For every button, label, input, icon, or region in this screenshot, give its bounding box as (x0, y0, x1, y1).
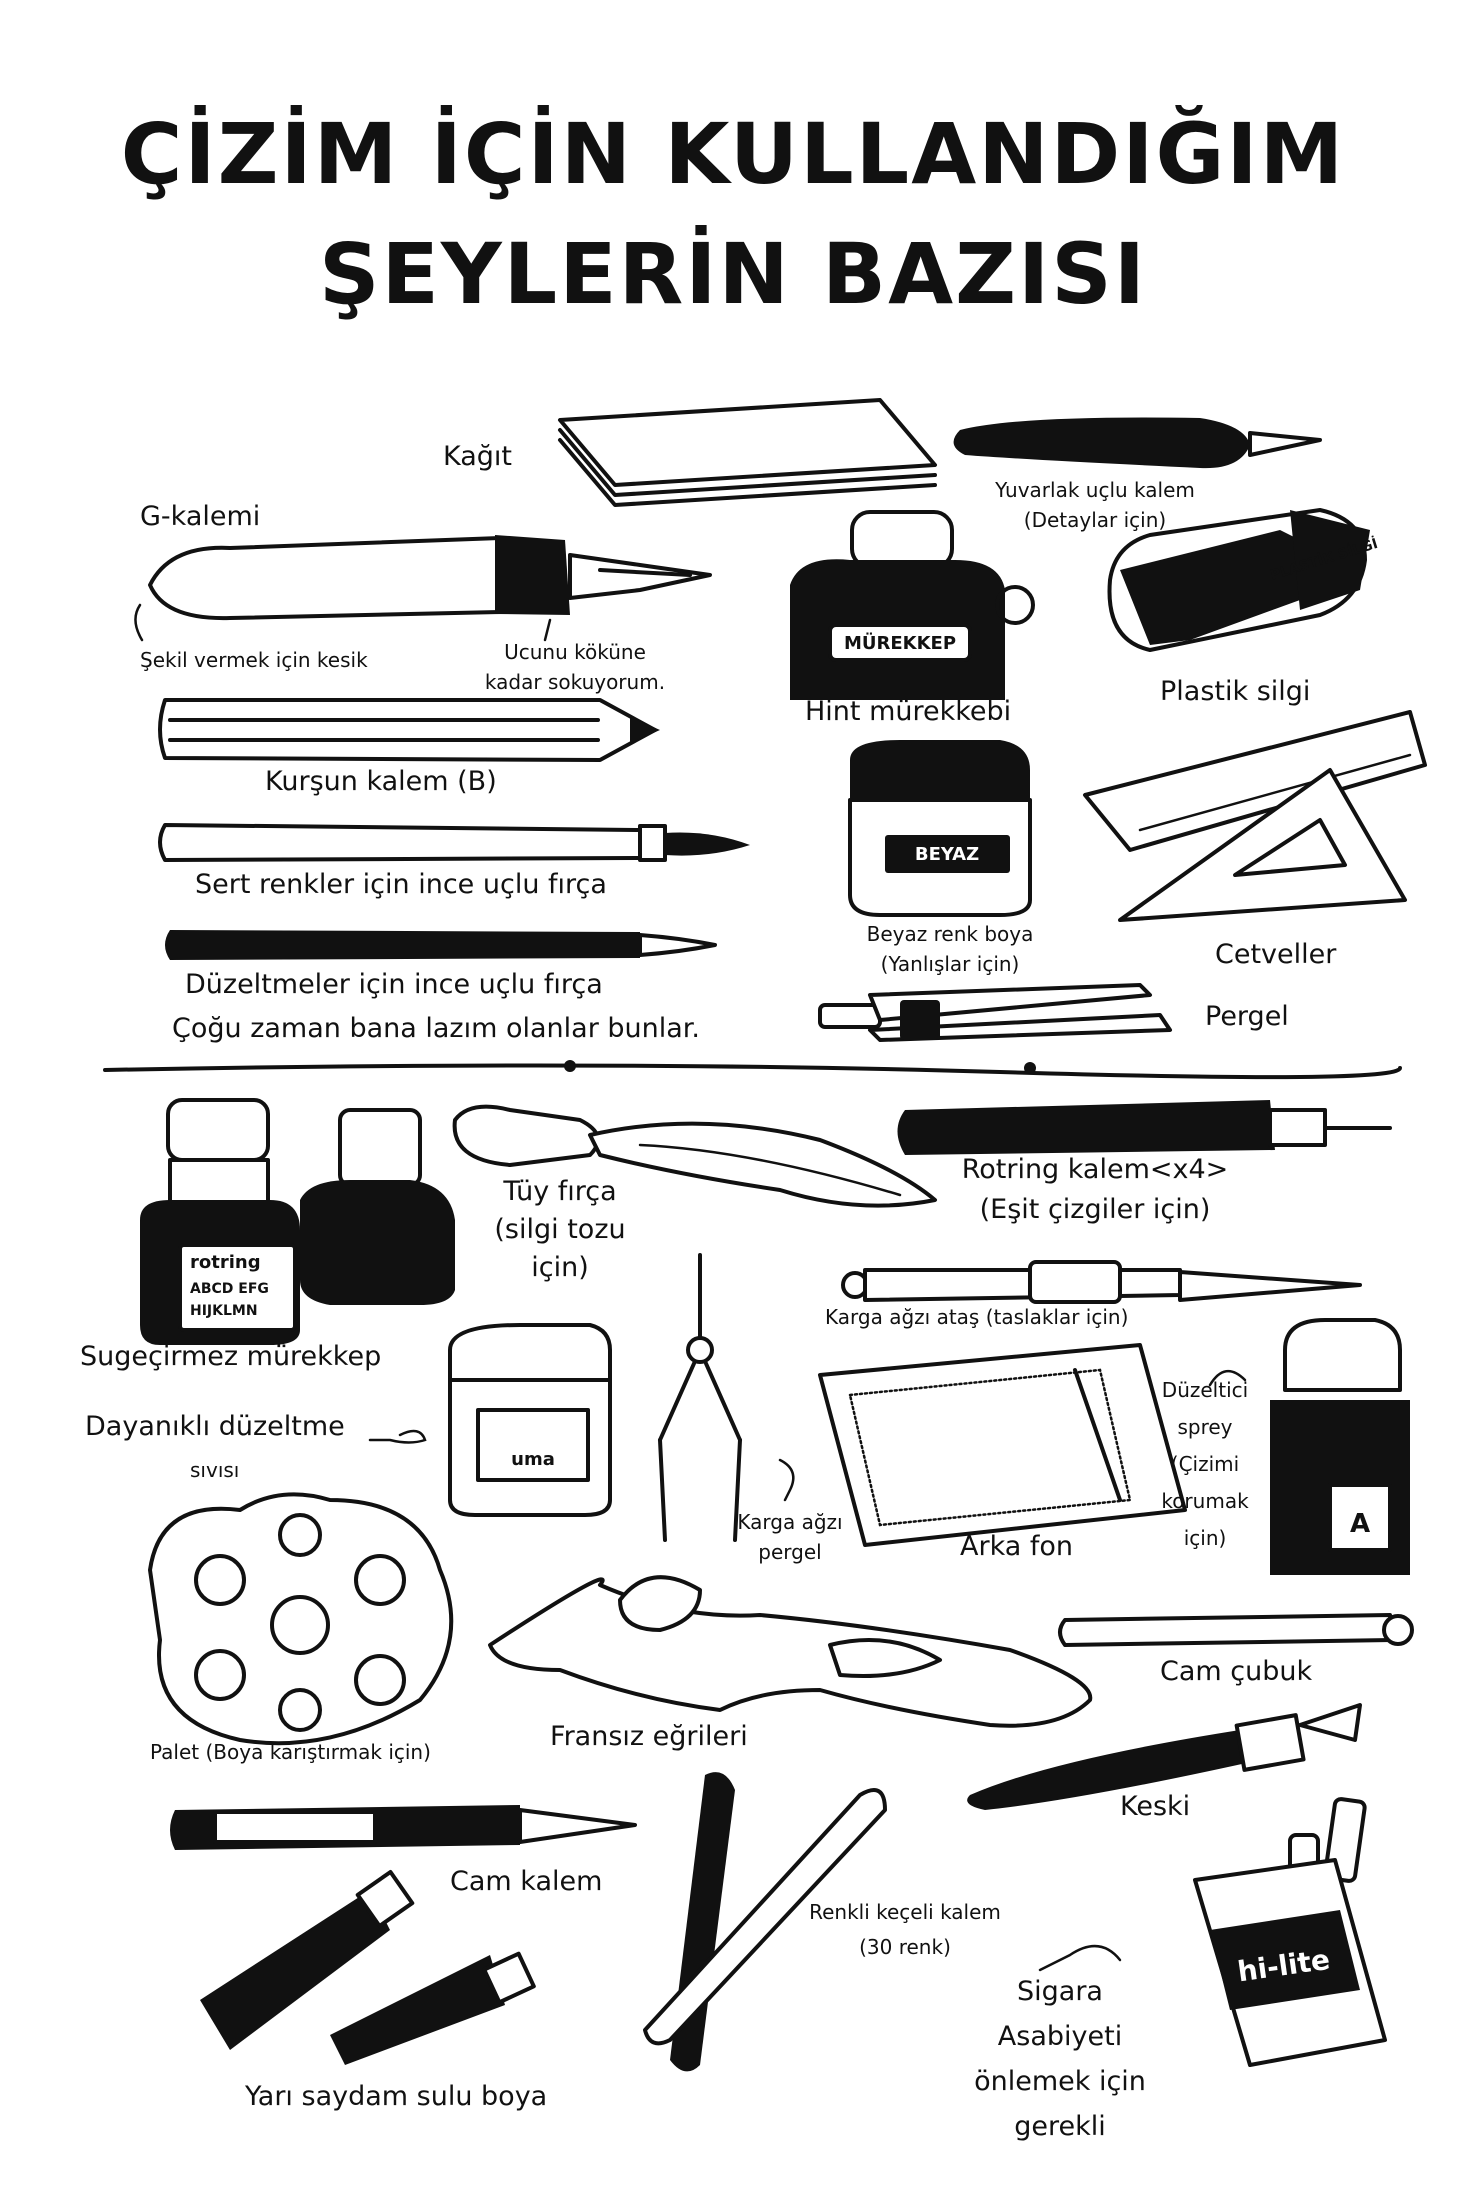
label-india-ink: Hint mürekkebi (805, 696, 1012, 727)
label-g-pen: G-kalemi (140, 501, 261, 532)
waterproof-ink-bottles-illustration: rotring ABCD EFG HIJKLMN (140, 1098, 455, 1345)
label-cutter: Keski (1120, 1791, 1191, 1822)
label-g-pen-cut: Şekil vermek için kesik (140, 648, 368, 672)
label-screentone: Arka fon (960, 1531, 1073, 1562)
label-french-curves: Fransız eğrileri (550, 1721, 748, 1752)
label-waterproof-ink: Sugeçirmez mürekkep (80, 1341, 382, 1372)
white-jar-label: BEYAZ (915, 844, 979, 865)
label-round-pen-2: (Detaylar için) (1023, 508, 1167, 532)
label-paper: Kağıt (443, 441, 513, 472)
cigarette-pack-illustration: hi-lite (1193, 1797, 1387, 2067)
label-glass-rod: Cam çubuk (1160, 1656, 1313, 1687)
g-pen-illustration (134, 535, 712, 642)
label-cigarette-3: önlemek için (974, 2066, 1146, 2097)
label-rotring-pen-2: (Eşit çizgiler için) (979, 1194, 1211, 1225)
label-feather-1: Tüy fırça (503, 1176, 617, 1207)
compass-illustration (818, 983, 1172, 1042)
label-feather-3: için) (531, 1252, 589, 1283)
rulers-illustration (1083, 710, 1427, 922)
label-felt-pen-2: (30 renk) (859, 1935, 951, 1959)
round-nib-pen-illustration (953, 417, 1322, 469)
correction-jar-label: uma (511, 1449, 555, 1470)
label-watercolor: Yarı saydam sulu boya (245, 2081, 548, 2112)
label-pencil: Kurşun kalem (B) (265, 766, 497, 797)
rotring-pen-illustration (897, 1100, 1392, 1155)
hard-brush-illustration (158, 823, 750, 862)
page-title-line-1: ÇİZİM İÇİN KULLANDIĞIM (120, 105, 1346, 203)
label-white-paint-2: (Yanlışlar için) (880, 952, 1020, 976)
label-fix-brush: Düzeltmeler için ince uçlu fırça (185, 969, 603, 1000)
crow-compass-illustration (658, 1253, 742, 1542)
spray-label: A (1350, 1509, 1370, 1539)
correction-fluid-jar-illustration: uma (448, 1323, 612, 1517)
label-feather-2: (silgi tozu (494, 1214, 626, 1245)
label-crow-compass-1: Karga ağzı (737, 1510, 843, 1534)
label-fix-spray-1: Düzeltici (1161, 1378, 1249, 1402)
rotring-label-2: ABCD EFG (190, 1281, 269, 1297)
label-fix-spray-3: (Çizimi (1170, 1452, 1240, 1476)
label-g-pen-nib-1: Ucunu köküne (504, 640, 646, 664)
label-fix-spray-5: için) (1183, 1526, 1227, 1550)
palette-illustration (148, 1492, 454, 1746)
watercolor-tubes-illustration (200, 1869, 536, 2065)
annotation-arrows (368, 1370, 1247, 1972)
label-glass-pen: Cam kalem (450, 1866, 603, 1897)
label-plastic-eraser: Plastik silgi (1160, 676, 1311, 707)
plastic-eraser-illustration: PLASTİK SİLGİ (1107, 508, 1380, 652)
white-paint-jar-illustration: BEYAZ (848, 740, 1032, 917)
label-cigarette-4: gerekli (1014, 2111, 1106, 2142)
ink-bottle-label: MÜREKKEP (844, 632, 956, 654)
label-hard-brush: Sert renkler için ince uçlu fırça (195, 869, 607, 900)
felt-pens-illustration (643, 1772, 887, 2072)
label-correction-fluid-1: Dayanıklı düzeltme (85, 1411, 345, 1442)
label-rotring-pen-1: Rotring kalem<x4> (961, 1154, 1229, 1185)
fix-brush-illustration (165, 930, 717, 960)
label-cigarette-1: Sigara (1017, 1976, 1103, 2007)
label-fix-spray-2: sprey (1177, 1415, 1233, 1439)
label-round-pen-1: Yuvarlak uçlu kalem (995, 478, 1195, 502)
crow-quill-holder-illustration (841, 1260, 1362, 1304)
glass-pen-illustration (170, 1805, 637, 1850)
label-crow-compass-2: pergel (758, 1540, 822, 1564)
pencil-illustration (158, 698, 660, 762)
label-rulers: Cetveller (1215, 939, 1337, 970)
rotring-label-3: HIJKLMN (190, 1303, 258, 1319)
french-curves-illustration (488, 1575, 1093, 1728)
label-compass: Pergel (1205, 1001, 1289, 1032)
label-felt-pen-1: Renkli keçeli kalem (809, 1900, 1001, 1924)
label-crow-quill: Karga ağzı ataş (taslaklar için) (825, 1305, 1129, 1329)
label-cigarette-2: Asabiyeti (997, 2021, 1123, 2052)
label-summary: Çoğu zaman bana lazım olanlar bunlar. (172, 1013, 701, 1044)
label-correction-fluid-2: sıvısı (190, 1458, 240, 1482)
feather-brush-illustration (452, 1104, 937, 1208)
fixative-spray-illustration: A (1270, 1318, 1410, 1575)
label-g-pen-nib-2: kadar sokuyorum. (484, 670, 666, 694)
label-white-paint-1: Beyaz renk boya (866, 922, 1034, 946)
paper-stack-illustration (558, 398, 937, 507)
section-divider (103, 1060, 1402, 1080)
glass-rod-illustration (1058, 1613, 1414, 1647)
rotring-label-1: rotring (190, 1252, 261, 1273)
cutter-illustration (967, 1703, 1362, 1810)
label-fix-spray-4: korumak (1161, 1489, 1249, 1513)
india-ink-bottle-illustration: MÜREKKEP (790, 510, 1035, 700)
label-palette: Palet (Boya karıştırmak için) (150, 1740, 431, 1764)
screentone-sheet-illustration (818, 1343, 1187, 1547)
page-title-line-2: ŞEYLERİN BAZISI (318, 225, 1148, 323)
